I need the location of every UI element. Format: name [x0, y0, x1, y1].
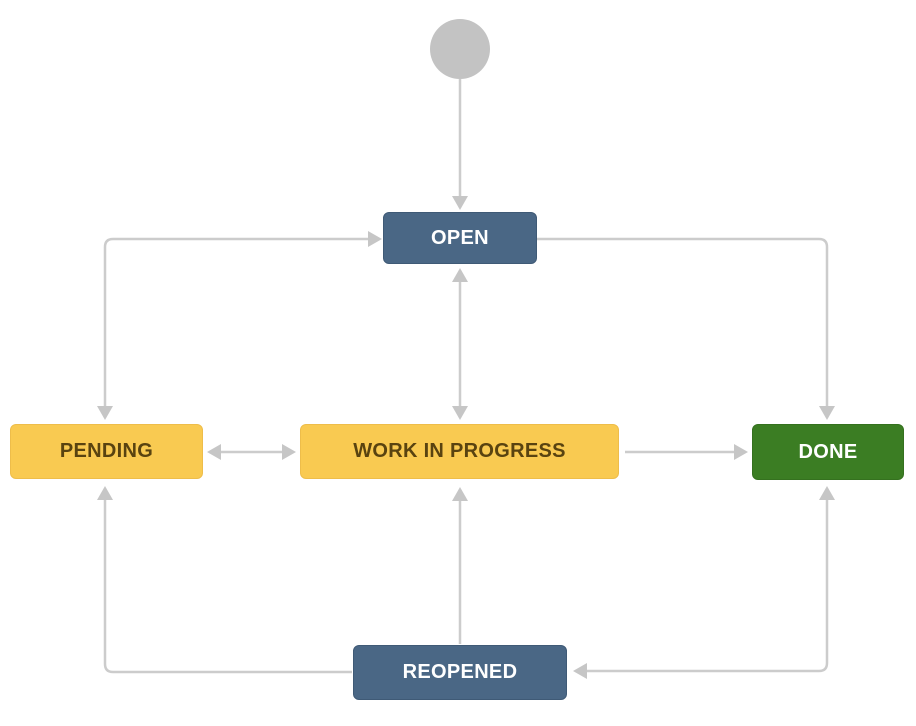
arrowhead-into-reopened-right [573, 663, 587, 679]
connector-arrowheads [97, 196, 835, 679]
arrowhead-into-open-top [452, 196, 468, 210]
connector-done-reopened [587, 500, 829, 673]
connector-reopened-to-pending [103, 500, 352, 674]
node-pending[interactable]: PENDING [10, 424, 203, 479]
arrowhead-into-done-top [819, 406, 835, 420]
arrowhead-into-pending-top [97, 406, 113, 420]
arrowhead-into-work-in-progress-bottom [452, 487, 468, 501]
node-reopened[interactable]: REOPENED [353, 645, 567, 700]
arrowhead-into-work-in-progress-top [452, 406, 468, 420]
node-open[interactable]: OPEN [383, 212, 537, 264]
arrowhead-into-pending-bottom [97, 486, 113, 500]
arrowhead-into-open-left [368, 231, 382, 247]
start-node-circle[interactable] [430, 19, 490, 79]
connector-open-to-done [537, 237, 829, 406]
arrowhead-into-done-bottom [819, 486, 835, 500]
node-done-label: DONE [798, 440, 858, 463]
connector-open-pending [103, 237, 368, 406]
connector-lines [103, 79, 829, 674]
node-done[interactable]: DONE [752, 424, 904, 480]
arrowhead-into-open-bottom [452, 268, 468, 282]
arrowhead-into-done-left [734, 444, 748, 460]
node-work-in-progress-label: WORK IN PROGRESS [353, 440, 566, 462]
arrowhead-into-pending-right [207, 444, 221, 460]
node-reopened-label: REOPENED [402, 661, 518, 683]
node-pending-label: PENDING [59, 440, 154, 462]
node-work-in-progress[interactable]: WORK IN PROGRESS [300, 424, 619, 479]
node-open-label: OPEN [431, 226, 489, 249]
arrowhead-into-work-in-progress-left [282, 444, 296, 460]
